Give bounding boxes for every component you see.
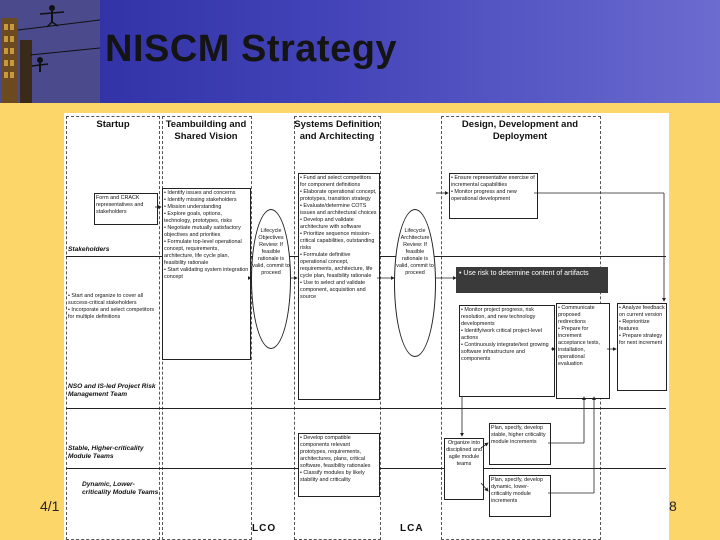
footer-page-number: 8 xyxy=(669,498,677,514)
tightrope-logo-image xyxy=(0,0,100,103)
milestone-lca: LCA xyxy=(400,523,424,534)
niscm-process-diagram: Startup Teambuilding and Shared Vision S… xyxy=(64,113,669,540)
connector-arrows xyxy=(64,113,669,540)
milestone-lco: LCO xyxy=(252,523,276,534)
slide-title: NISCM Strategy xyxy=(105,28,397,71)
footer-date: 4/1 xyxy=(40,498,59,514)
